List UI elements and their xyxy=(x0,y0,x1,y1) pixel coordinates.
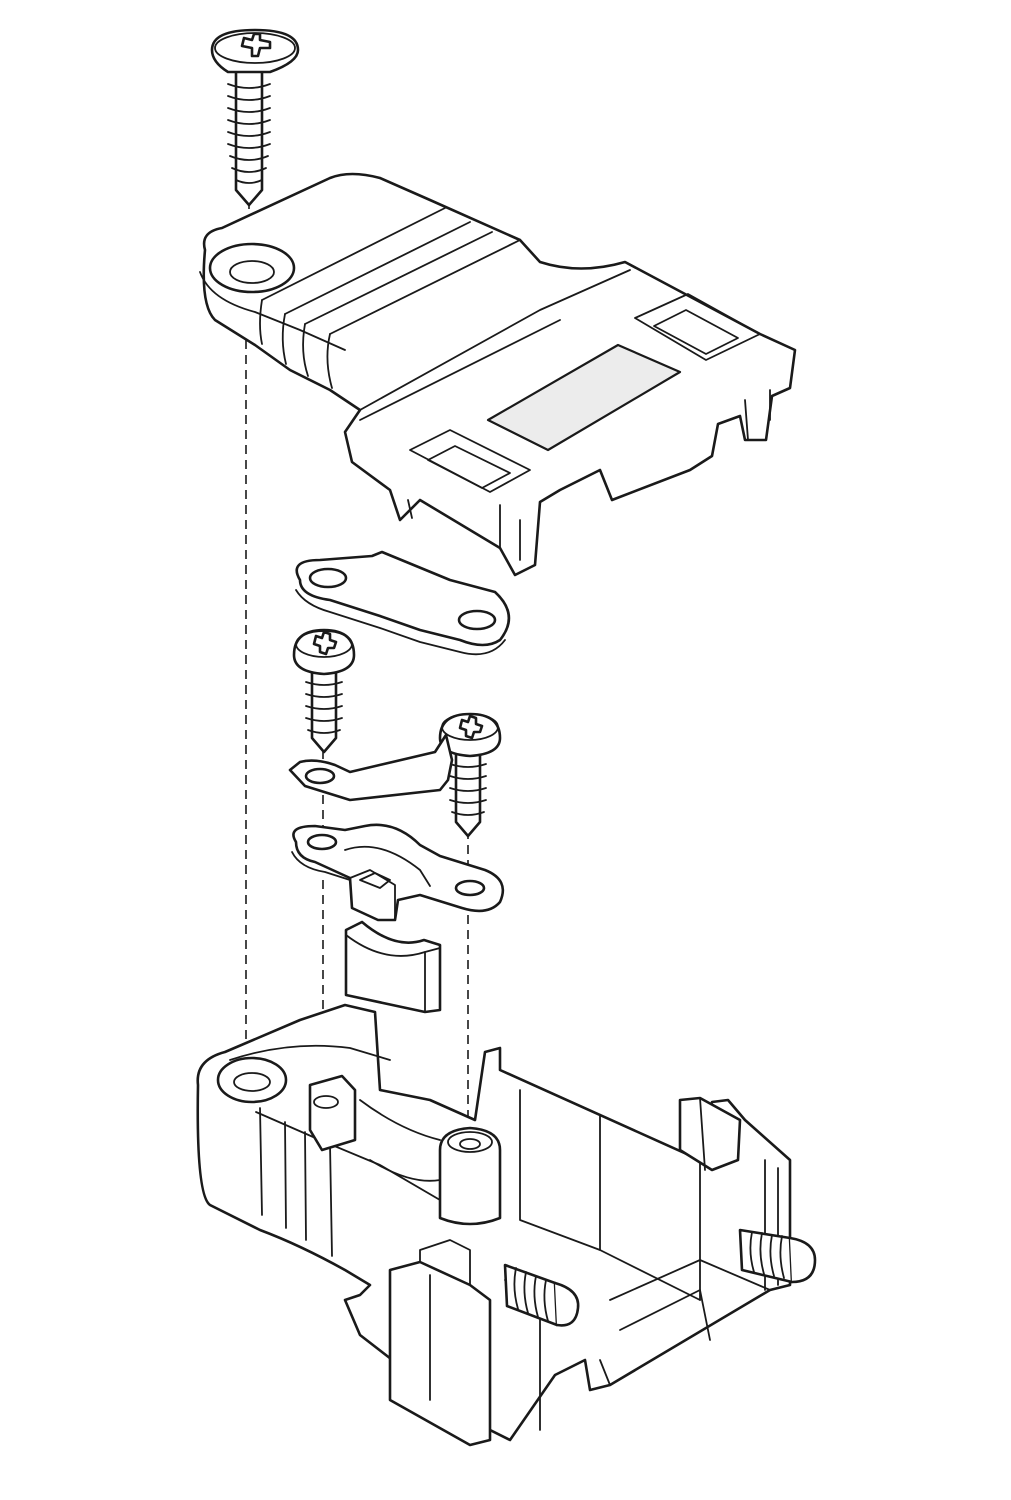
phillips-flat-head-screw-icon xyxy=(210,28,300,207)
clamp-plate-icon xyxy=(295,550,511,656)
connector-hood-cover-icon xyxy=(199,172,797,577)
connector-hood-base-icon xyxy=(196,1003,792,1447)
strain-relief-strap-icon xyxy=(288,733,454,802)
cable-insert-block-icon xyxy=(344,920,442,1014)
phillips-pan-head-screw-icon xyxy=(438,712,502,838)
phillips-pan-head-screw-icon xyxy=(292,628,356,754)
jack-screw-icon xyxy=(503,1263,580,1327)
saddle-clamp-icon xyxy=(291,823,505,922)
jack-screw-icon xyxy=(738,1228,817,1284)
